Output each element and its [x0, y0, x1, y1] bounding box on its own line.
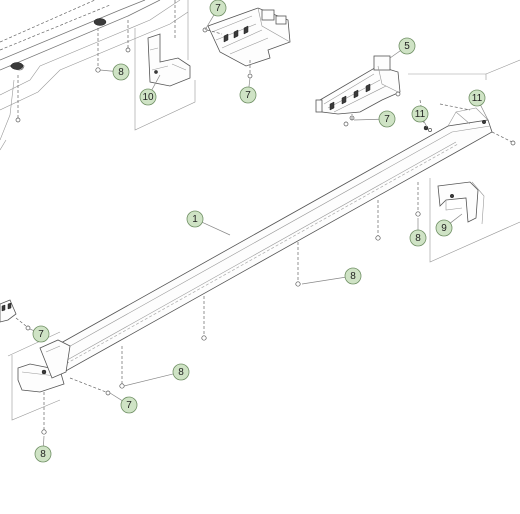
- callout-number: 8: [350, 271, 356, 282]
- callout-leader-line: [450, 213, 463, 224]
- callout-bubble: [468, 89, 486, 107]
- callout-number: 8: [178, 367, 184, 378]
- callout-5-c-5: 5: [389, 37, 416, 59]
- callout-7-c-7a: 7: [204, 0, 227, 31]
- callout-bubble: [344, 267, 362, 285]
- callout-leader-line: [353, 118, 380, 121]
- main-rail-1: [51, 107, 516, 373]
- callout-number: 5: [404, 41, 410, 52]
- callout-11-c-11a: 11: [411, 105, 429, 128]
- callout-8-c-8b: 8: [409, 218, 427, 247]
- callout-bubble: [378, 110, 396, 128]
- callout-bubble: [172, 363, 190, 381]
- callout-leader-line: [43, 435, 45, 447]
- callout-bubble: [34, 445, 52, 463]
- callout-leader-line: [109, 392, 123, 402]
- control-box-middle: [315, 55, 401, 127]
- callout-number: 8: [415, 233, 421, 244]
- callout-bubble: [435, 219, 453, 237]
- callout-bubble: [411, 105, 429, 123]
- callout-number: 1: [192, 214, 198, 225]
- upper-left-frame-assembly: [0, 0, 189, 151]
- rail-fasteners: [41, 99, 471, 435]
- callout-bubble: [139, 88, 157, 106]
- callout-number: 9: [441, 223, 447, 234]
- callout-7-c-7b: 7: [239, 77, 257, 104]
- control-box-upper: [202, 7, 291, 79]
- callout-leader-line: [423, 120, 428, 128]
- right-group-outline: [408, 59, 520, 263]
- callout-bubble: [112, 63, 130, 81]
- callout-number: 7: [126, 400, 132, 411]
- callout-7-c-7e: 7: [109, 392, 138, 414]
- callout-number: 10: [142, 92, 154, 103]
- callout-number: 7: [384, 114, 390, 125]
- callout-leader-line: [301, 276, 346, 285]
- callout-1-c-1: 1: [186, 210, 231, 236]
- callout-number: 8: [40, 449, 46, 460]
- callout-bubble: [209, 0, 227, 17]
- callout-number: 11: [472, 93, 483, 104]
- callout-leader-line: [123, 373, 174, 387]
- callout-leader-line: [248, 77, 251, 88]
- control-box-left-edge: [0, 299, 31, 331]
- callout-8-c-8a: 8: [99, 63, 130, 81]
- callout-bubble: [398, 37, 416, 55]
- callout-leader-line: [480, 104, 489, 121]
- callout-number: 7: [38, 329, 44, 340]
- callout-leader-line: [99, 69, 114, 72]
- callout-8-c-8d: 8: [123, 363, 190, 387]
- callout-number: 7: [245, 90, 251, 101]
- callout-number: 8: [118, 67, 124, 78]
- callout-bubble: [186, 210, 204, 228]
- callout-8-c-8c: 8: [301, 267, 362, 285]
- callout-leader-line: [202, 222, 231, 236]
- bracket-9: [437, 181, 485, 225]
- callout-number: 7: [215, 3, 221, 14]
- callout-layer: 7 8 10 7 5 11 11 7 1 8 9 8 7 8 7 8: [29, 0, 489, 463]
- callout-leader-line: [389, 50, 401, 59]
- callout-bubble: [32, 325, 50, 343]
- callout-11-c-11b: 11: [468, 89, 489, 121]
- callout-10-c-10: 10: [139, 74, 161, 106]
- callout-9-c-9: 9: [435, 213, 463, 237]
- bracket-10-group: [134, 0, 196, 131]
- callout-8-c-8e: 8: [34, 435, 52, 463]
- callout-number: 11: [415, 109, 426, 120]
- rail-front-end: [7, 331, 71, 421]
- callout-leader-line: [29, 328, 34, 332]
- callout-bubble: [239, 86, 257, 104]
- callout-leader-line: [204, 14, 215, 31]
- callout-7-c-7d: 7: [29, 325, 50, 343]
- callout-leader-line: [151, 74, 161, 91]
- callout-7-c-7c: 7: [353, 110, 396, 128]
- callout-bubble: [409, 229, 427, 247]
- callout-bubble: [120, 396, 138, 414]
